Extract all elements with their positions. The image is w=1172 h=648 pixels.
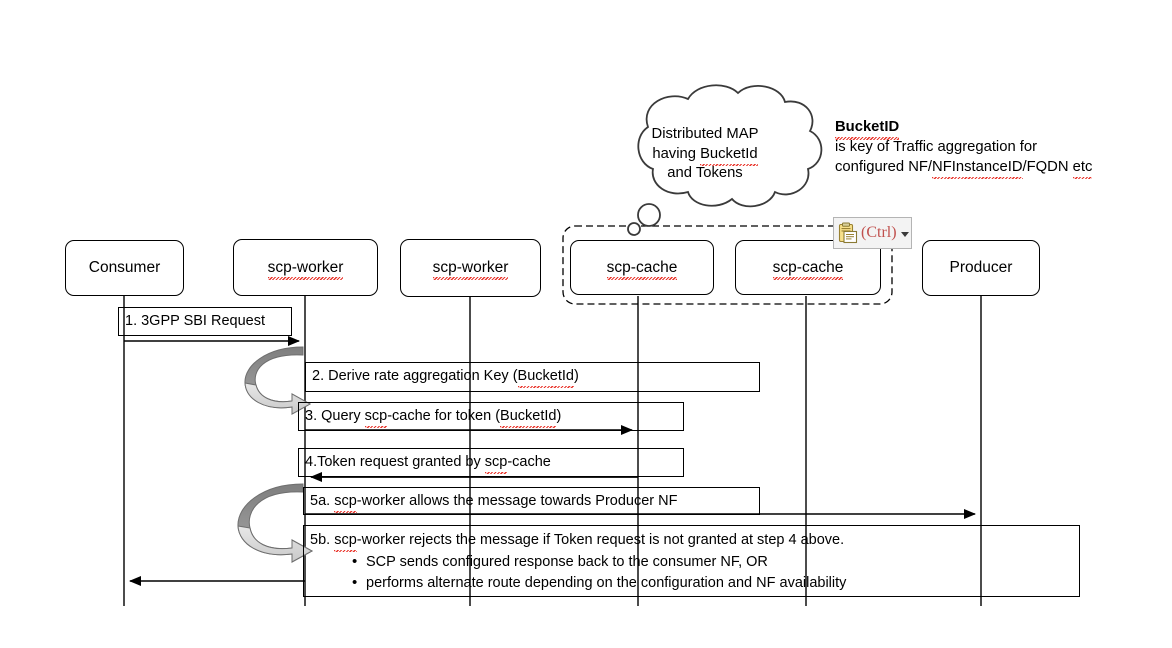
message-2-self-loop xyxy=(244,346,312,415)
lifeline-header-cache-2[interactable]: scp-cache xyxy=(735,240,881,295)
message-label-1: 1. 3GPP SBI Request xyxy=(125,313,265,329)
message-4-scpcache-term: scp xyxy=(484,454,508,474)
lifeline-header-cache-1[interactable]: scp-cache xyxy=(570,240,714,295)
lifeline-label-worker-1: scp-worker xyxy=(267,258,344,280)
message-box-1[interactable]: 1. 3GPP SBI Request xyxy=(118,307,292,336)
lifeline-label-cache-2: scp-cache xyxy=(772,258,844,280)
message-5a-scpworker-term: scp xyxy=(334,493,357,513)
cloud-text: Distributed MAP having BucketId and Toke… xyxy=(629,125,781,184)
lifeline-header-consumer[interactable]: Consumer xyxy=(65,240,184,296)
message-box-3[interactable]: 3. Query scp-cache for token (BucketId) xyxy=(298,402,684,431)
bucketid-note: BucketID is key of Traffic aggregation f… xyxy=(835,117,1125,180)
message-label-5a: 5a. scp-worker allows the message toward… xyxy=(310,493,678,513)
note-title-text: BucketID xyxy=(835,117,900,141)
message-box-5b[interactable]: 5b. scp-worker rejects the message if To… xyxy=(303,525,1080,597)
chevron-down-icon[interactable] xyxy=(900,231,909,237)
lifeline-label-worker-2: scp-worker xyxy=(432,259,509,280)
message-label-4: 4.Token request granted by scp-cache xyxy=(305,454,551,474)
cloud-tail-bubble-large xyxy=(637,203,661,227)
message-3-bucketid-term: BucketId xyxy=(500,408,557,428)
clipboard-icon xyxy=(838,222,858,244)
note-etc-term: etc xyxy=(1072,157,1092,180)
lifelines xyxy=(123,296,982,606)
note-line-2: configured NF/NFInstanceID/FQDN etc xyxy=(835,157,1125,180)
cloud-line-3: and Tokens xyxy=(667,165,743,182)
cloud-line-1: Distributed MAP xyxy=(651,126,759,142)
message-box-5a[interactable]: 5a. scp-worker allows the message toward… xyxy=(303,487,760,515)
thought-cloud xyxy=(627,84,823,236)
message-5-self-loop xyxy=(237,483,314,563)
cloud-bucketid-term: BucketId xyxy=(700,145,758,166)
cloud-line-2: having BucketId xyxy=(629,145,781,166)
message-box-4[interactable]: 4.Token request granted by scp-cache xyxy=(298,448,684,477)
lifeline-label-consumer: Consumer xyxy=(88,259,161,276)
lifeline-header-producer[interactable]: Producer xyxy=(922,240,1040,296)
message-label-3: 3. Query scp-cache for token (BucketId) xyxy=(305,408,562,428)
paste-options-button[interactable]: (Ctrl) xyxy=(833,217,912,249)
note-line-1: is key of Traffic aggregation for xyxy=(835,139,1038,156)
lifeline-header-worker-2[interactable]: scp-worker xyxy=(400,239,541,297)
message-5b-scpworker-term: scp xyxy=(334,532,357,552)
paste-options-label: (Ctrl) xyxy=(861,224,897,241)
note-nfinstanceid-term: NFInstanceID xyxy=(932,157,1023,180)
lifeline-label-producer: Producer xyxy=(949,259,1013,276)
message-label-5b: 5b. scp-worker rejects the message if To… xyxy=(310,532,845,552)
message-5b-bullet-2: performs alternate route depending on th… xyxy=(352,573,1079,593)
message-label-2: 2. Derive rate aggregation Key (BucketId… xyxy=(312,368,579,388)
message-3-scpcache-term: scp xyxy=(364,408,388,428)
note-title: BucketID xyxy=(835,117,1125,141)
message-2-bucketid-term: BucketId xyxy=(517,368,575,388)
message-5b-bullet-1: SCP sends configured response back to th… xyxy=(352,552,1079,572)
message-box-2[interactable]: 2. Derive rate aggregation Key (BucketId… xyxy=(305,362,760,392)
message-5b-bullet-list: SCP sends configured response back to th… xyxy=(310,552,1079,593)
lifeline-header-worker-1[interactable]: scp-worker xyxy=(233,239,378,296)
lifeline-label-cache-1: scp-cache xyxy=(606,258,678,280)
cloud-tail-bubble-small xyxy=(627,222,641,236)
